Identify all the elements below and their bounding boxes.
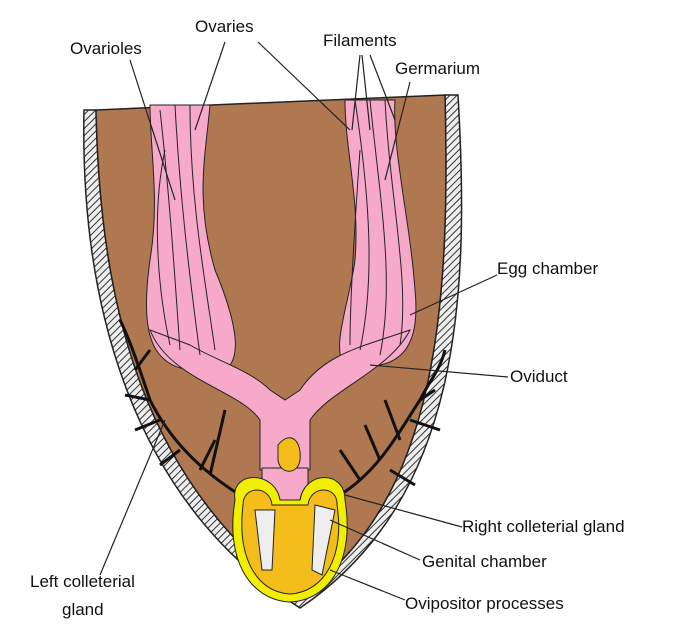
label-ovaries: Ovaries xyxy=(195,17,254,36)
ovipositor-processes xyxy=(254,504,336,576)
label-oviduct: Oviduct xyxy=(510,367,568,386)
label-germarium: Germarium xyxy=(395,59,481,78)
spermatheca xyxy=(277,437,301,472)
label-left-colleterial-gland-2: gland xyxy=(62,600,104,619)
label-right-colleterial-gland: Right colleterial gland xyxy=(462,517,625,536)
label-genital-chamber: Genital chamber xyxy=(422,552,547,571)
label-egg-chamber: Egg chamber xyxy=(497,259,599,278)
label-ovipositor-processes: Ovipositor processes xyxy=(405,594,564,613)
oviduct xyxy=(149,329,411,471)
label-left-colleterial-gland-1: Left colleterial xyxy=(30,572,135,591)
ovarioles-lines xyxy=(156,99,404,356)
label-ovarioles: Ovarioles xyxy=(70,39,142,58)
label-filaments: Filaments xyxy=(323,31,397,50)
colleterial-gland-branches xyxy=(118,319,447,497)
leader-lines xyxy=(99,41,509,601)
